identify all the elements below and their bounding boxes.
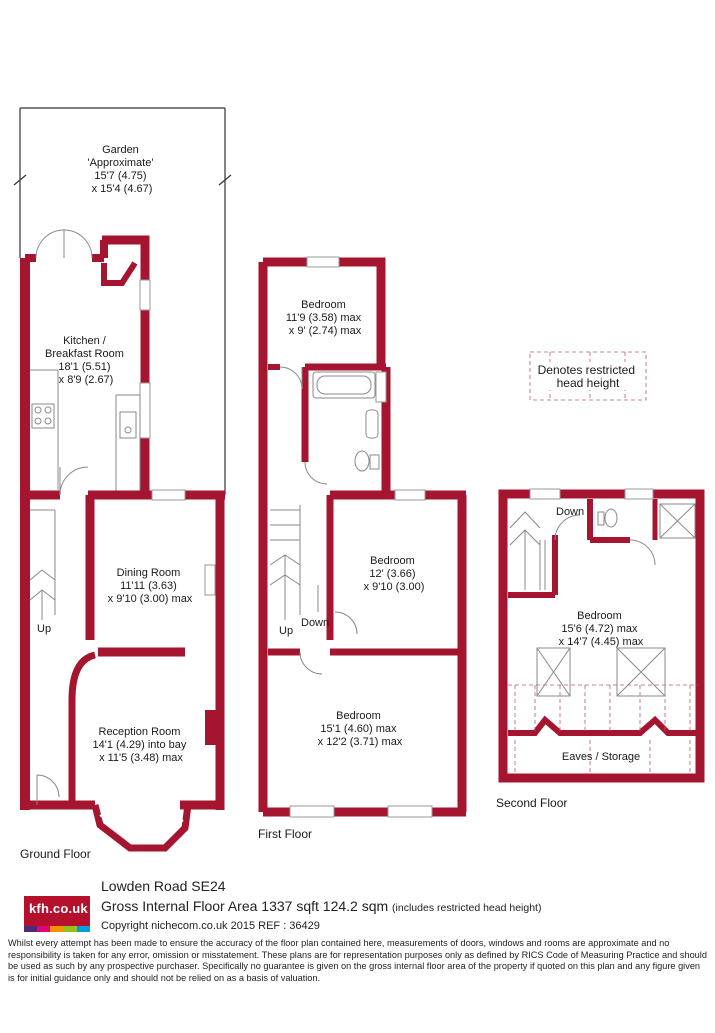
garden-boundary <box>13 107 232 495</box>
bedroom2-label: Bedroom 12' (3.66) x 9'10 (3.00) <box>364 555 425 593</box>
second-floor-title: Second Floor <box>496 796 567 810</box>
bedroom3-label: Bedroom 15'1 (4.60) max x 12'2 (3.71) ma… <box>318 710 403 748</box>
ground-stairs <box>29 509 56 620</box>
ground-floor-title: Ground Floor <box>20 847 91 861</box>
ground-floor: Garden 'Approximate' 15'7 (4.75) x 15'4 … <box>13 107 232 861</box>
first-up-label: Up <box>279 625 293 637</box>
disclaimer: Whilst every attempt has been made to en… <box>8 938 707 983</box>
copyright: Copyright nichecom.co.uk 2015 REF : 3642… <box>101 920 320 932</box>
second-floor-walls <box>498 489 705 783</box>
second-down-label: Down <box>556 506 584 518</box>
eaves-label: Eaves / Storage <box>562 751 640 763</box>
second-floor: Bedroom 15'6 (4.72) max x 14'7 (4.45) ma… <box>496 488 705 810</box>
kitchen-label: Kitchen / Breakfast Room 18'1 (5.51) x 8… <box>45 335 127 386</box>
kitchen-doors <box>35 229 93 259</box>
restricted-area-lines <box>508 684 698 773</box>
svg-text:Denotes restricted head: Denotes restricted head height <box>538 363 639 390</box>
floor-plan: Garden 'Approximate' 15'7 (4.75) x 15'4 … <box>13 107 705 861</box>
second-stairs <box>509 511 656 590</box>
garden-label: Garden 'Approximate' 15'7 (4.75) x 15'4 … <box>87 144 156 195</box>
skylights <box>536 503 696 697</box>
bedroom1-label: Bedroom 11'9 (3.58) max x 9' (2.74) max <box>286 299 364 337</box>
bedroom4-label: Bedroom 15'6 (4.72) max x 14'7 (4.45) ma… <box>559 610 644 648</box>
first-floor: Bedroom 11'9 (3.58) max x 9' (2.74) max … <box>258 256 467 841</box>
reception-label: Reception Room 14'1 (4.29) into bay x 11… <box>93 726 190 764</box>
logo-text: kfh.co.uk <box>29 901 88 916</box>
restricted-height-legend: Denotes restricted head height <box>529 351 647 401</box>
bay-window <box>91 804 192 852</box>
gross-internal-area: Gross Internal Floor Area 1337 sqft 124.… <box>101 898 541 914</box>
ground-up-label: Up <box>37 623 51 635</box>
gia-value: Gross Internal Floor Area 1337 sqft 124.… <box>101 898 389 914</box>
property-address: Lowden Road SE24 <box>101 878 226 894</box>
dining-label: Dining Room 11'11 (3.63) x 9'10 (3.00) m… <box>108 567 193 605</box>
first-stairs <box>269 505 358 675</box>
bathroom-fittings <box>279 366 380 485</box>
logo-colour-bar <box>24 926 91 932</box>
kitchen-fittings <box>30 369 141 493</box>
first-down-label: Down <box>301 617 329 629</box>
first-floor-title: First Floor <box>258 827 312 841</box>
kfh-logo: kfh.co.uk <box>24 896 91 932</box>
gia-note: (includes restricted head height) <box>392 902 542 914</box>
